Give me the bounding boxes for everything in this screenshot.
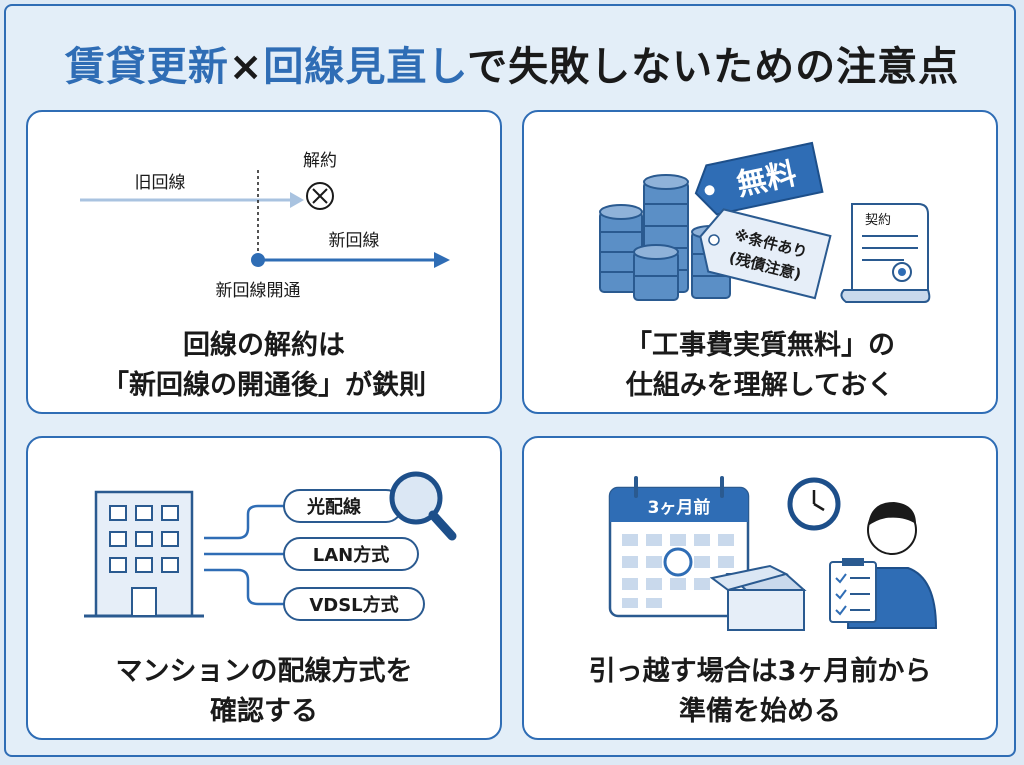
title-cross: × bbox=[228, 44, 264, 90]
person-with-checklist-icon bbox=[829, 502, 938, 629]
new-line-label: 新回線 bbox=[329, 231, 380, 251]
contract-label: 契約 bbox=[865, 213, 891, 228]
card-moving-prep: 3ヶ月前 bbox=[522, 436, 998, 740]
card-construction-fee: 無料 ※条件あり (残債注意) 契約 「工事費実質無料」の 仕組みを理解しておく bbox=[522, 110, 998, 414]
wiring-connectors bbox=[204, 504, 284, 606]
card-wiring-method: 光配線 LAN方式 VDSL方式 マンションの配線方式を 確認する bbox=[26, 436, 502, 740]
condition-tag-icon: ※条件あり (残債注意) bbox=[699, 208, 832, 300]
open-label: 新回線開通 bbox=[216, 281, 301, 301]
caption-line-1: マンションの配線方式を bbox=[115, 656, 413, 687]
option-pill-3: VDSL方式 bbox=[283, 587, 425, 621]
page-title: 賃貸更新×回線見直しで失敗しないための注意点 bbox=[0, 34, 1024, 92]
option-label-3: VDSL方式 bbox=[309, 594, 398, 616]
card-caption: 回線の解約は 「新回線の開通後」が鉄則 bbox=[28, 326, 500, 406]
calendar-icon: 3ヶ月前 bbox=[608, 476, 750, 618]
caption-line-1: 引っ越す場合は3ヶ月前から bbox=[588, 656, 932, 687]
caption-line-1: 「工事費実質無料」の bbox=[625, 330, 895, 361]
old-line-arrowhead bbox=[290, 192, 304, 208]
option-label-2: LAN方式 bbox=[313, 544, 389, 566]
contract-document-icon: 契約 bbox=[840, 203, 931, 303]
moving-box-icon bbox=[709, 564, 807, 631]
cancel-x-stroke-b bbox=[312, 188, 328, 204]
card-caption: 「工事費実質無料」の 仕組みを理解しておく bbox=[524, 326, 996, 406]
title-highlight-line-review: 回線見直し bbox=[263, 44, 468, 90]
clock-icon bbox=[787, 477, 841, 531]
wiring-illustration: 光配線 LAN方式 VDSL方式 bbox=[84, 471, 457, 621]
calendar-label: 3ヶ月前 bbox=[648, 497, 711, 518]
card-line-cancel: 旧回線 解約 新回線 新回線開通 回線の解約は 「新回線の開通後」が鉄則 bbox=[26, 110, 502, 414]
caption-line-2: 仕組みを理解しておく bbox=[625, 370, 895, 401]
title-rest: で失敗しないための注意点 bbox=[467, 44, 960, 90]
moving-illustration: 3ヶ月前 bbox=[608, 476, 938, 631]
caption-line-1: 回線の解約は bbox=[183, 330, 345, 361]
option-label-1: 光配線 bbox=[306, 496, 361, 518]
title-highlight-renewal: 賃貸更新 bbox=[64, 44, 229, 90]
fee-illustration: 無料 ※条件あり (残債注意) 契約 bbox=[599, 141, 931, 303]
caption-line-2: 準備を始める bbox=[679, 696, 841, 727]
option-pill-2: LAN方式 bbox=[283, 537, 419, 571]
cancel-label: 解約 bbox=[303, 151, 337, 171]
new-line-arrowhead bbox=[434, 252, 450, 268]
magnifier-icon bbox=[389, 471, 457, 541]
card-caption: 引っ越す場合は3ヶ月前から 準備を始める bbox=[524, 652, 996, 732]
card-caption: マンションの配線方式を 確認する bbox=[28, 652, 500, 732]
building-icon bbox=[84, 490, 204, 618]
free-tag-icon: 無料 bbox=[694, 141, 824, 216]
timeline-diagram: 旧回線 解約 新回線 新回線開通 bbox=[80, 151, 450, 301]
option-pill-1: 光配線 bbox=[283, 489, 403, 523]
old-line-label: 旧回線 bbox=[135, 173, 186, 193]
caption-line-2: 「新回線の開通後」が鉄則 bbox=[102, 370, 426, 401]
caption-line-2: 確認する bbox=[210, 696, 318, 727]
